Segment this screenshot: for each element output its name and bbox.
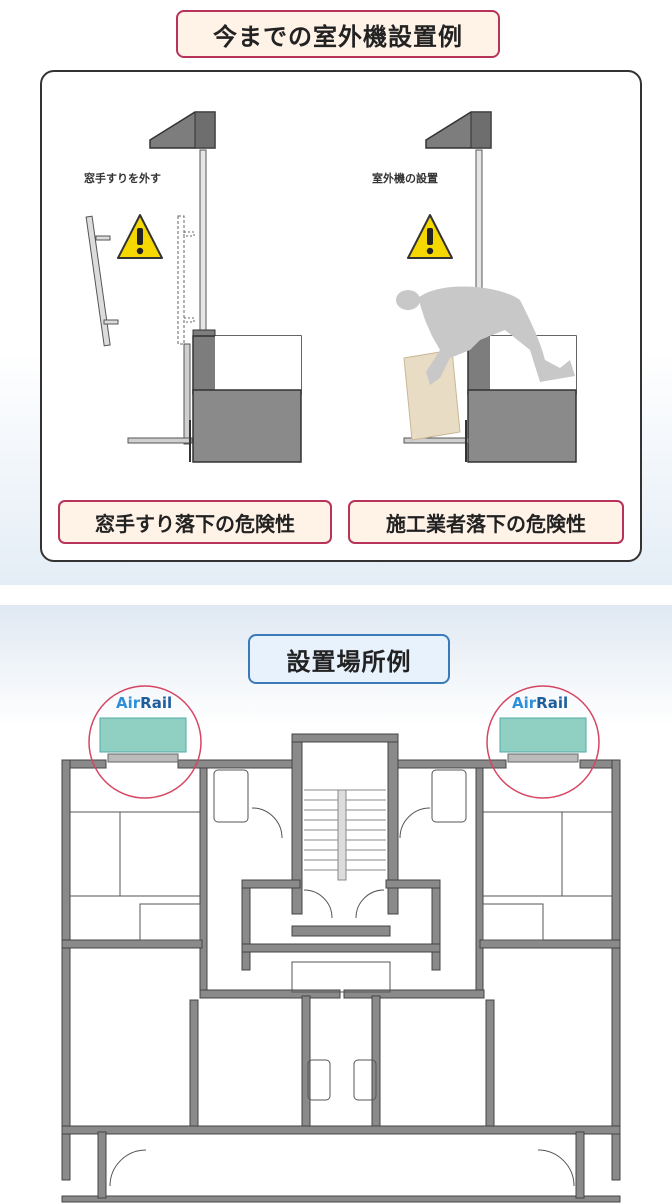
right-building-section (403, 111, 577, 463)
top-section-title: 今までの室外機設置例 (176, 10, 500, 58)
installation-illustration (85, 111, 577, 463)
handrail-figure (85, 215, 195, 347)
worker-fall-risk-label: 施工業者落下の危険性 (348, 500, 624, 544)
warning-icon (407, 214, 453, 259)
left-caption: 窓手すりを外す (84, 172, 161, 185)
ac-unit-box (403, 349, 461, 441)
left-building-section (127, 111, 302, 463)
airrail-logo-right: AirRail (512, 694, 569, 712)
bottom-section-background (0, 605, 672, 1204)
bottom-section-title: 設置場所例 (248, 634, 450, 684)
right-caption: 室外機の設置 (372, 172, 438, 185)
worker-figure (396, 286, 575, 385)
warning-icon (117, 214, 163, 259)
illustration-frame (40, 70, 642, 562)
handrail-fall-risk-label: 窓手すり落下の危険性 (58, 500, 332, 544)
airrail-logo-left: AirRail (116, 694, 173, 712)
